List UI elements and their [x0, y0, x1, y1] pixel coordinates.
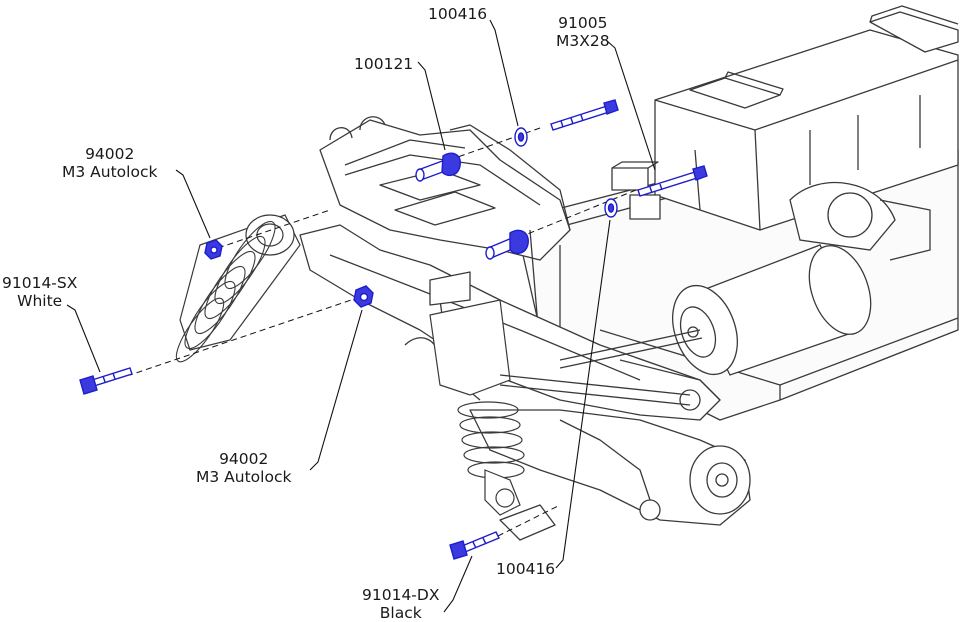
label-screw-91005: 91005 M3X28 [556, 14, 610, 50]
washer-100416-lower [604, 198, 618, 218]
screw-91005-upper [550, 99, 619, 131]
label-washer-100416-bottom: 100416 [496, 560, 555, 578]
part-code: 91014-DX [362, 586, 440, 604]
screw-91005-lower [637, 165, 708, 197]
shock-absorber-right [429, 299, 525, 516]
screw-91014-sx [79, 367, 133, 395]
part-code: 94002 [85, 145, 135, 163]
part-code: 100416 [496, 560, 556, 578]
washer-100416-upper [514, 127, 528, 147]
shock-absorber-left [175, 214, 301, 363]
motor [672, 181, 931, 376]
battery-box [611, 5, 959, 231]
label-ball-stud-100121: 100121 [354, 55, 413, 73]
hardware-parts [79, 99, 708, 560]
ball-stud-100121-lower [485, 229, 529, 260]
part-code: 91005 [558, 14, 608, 32]
part-code: 94002 [219, 450, 269, 468]
label-nut-94002-mid: 94002 M3 Autolock [196, 450, 291, 486]
part-spec: M3 Autolock [62, 163, 158, 181]
ball-stud-100121-upper [415, 152, 461, 182]
steering-links [499, 329, 703, 406]
part-code: 100416 [428, 5, 488, 23]
suspension-arm [299, 224, 721, 421]
part-code: 91014-SX [2, 274, 78, 292]
part-code: 100121 [354, 55, 414, 73]
label-washer-100416-top: 100416 [428, 5, 487, 23]
screw-91014-dx [449, 531, 500, 560]
part-spec: M3X28 [556, 32, 610, 50]
part-spec: Black [379, 604, 422, 622]
nut-94002-left [204, 239, 223, 260]
nut-94002-mid [353, 285, 374, 308]
label-screw-91014-sx: 91014-SX White [2, 274, 77, 310]
leader-lines [66, 19, 656, 613]
part-spec: M3 Autolock [196, 468, 292, 486]
shock-tower [319, 116, 571, 361]
label-screw-91014-dx: 91014-DX Black [362, 586, 439, 622]
part-spec: White [17, 292, 63, 310]
label-nut-94002-left: 94002 M3 Autolock [62, 145, 157, 181]
